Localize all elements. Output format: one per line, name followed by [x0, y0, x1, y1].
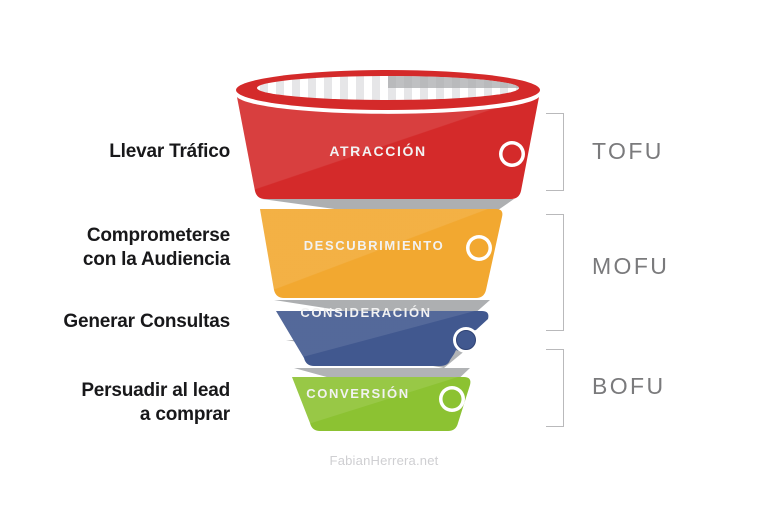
funnel-band-conversion[interactable]: [292, 377, 471, 431]
bracket-mofu: [546, 214, 564, 331]
left-label-comprometerse-con-la-audiencia: Comprometerse con la Audiencia: [82, 225, 230, 271]
bracket-tofu: [546, 113, 564, 191]
group-label-tofu: TOFU: [592, 138, 664, 164]
group-label-bofu: BOFU: [592, 373, 666, 399]
left-label-llevar-trafico: Llevar Tráfico: [109, 141, 230, 162]
funnel-band-consideracion[interactable]: [276, 311, 489, 366]
funnel-band-descubrimiento[interactable]: [260, 209, 503, 298]
group-label-mofu: MOFU: [592, 253, 670, 279]
funnel-band-attraccion[interactable]: [236, 70, 540, 199]
bracket-bofu: [546, 349, 564, 427]
left-label-persuadir-al-lead-a-comprar: Persuadir al lead a comprar: [81, 380, 230, 426]
funnel-graphic: [236, 70, 540, 431]
watermark: FabianHerrera.net: [329, 453, 439, 468]
left-label-generar-consultas: Generar Consultas: [63, 311, 230, 332]
